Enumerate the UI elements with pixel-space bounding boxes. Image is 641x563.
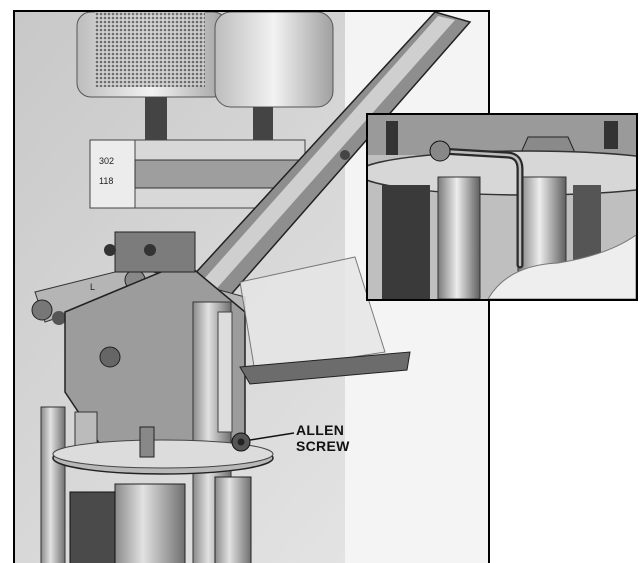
inset-closeup-photo	[366, 113, 638, 301]
reloading-press-illustration: 302 118 L	[15, 12, 488, 563]
lever-mark: L	[90, 282, 95, 292]
allen-screw-callout: ALLEN SCREW	[296, 422, 350, 454]
die-plate	[52, 426, 274, 475]
callout-line-1: ALLEN	[296, 422, 345, 438]
main-photo: 302 118 L	[13, 10, 490, 563]
lower-dies	[69, 476, 252, 563]
powder-hopper	[214, 12, 334, 147]
allen-wrench-closeup	[368, 115, 636, 299]
allen-screw	[231, 432, 251, 452]
shot-hopper	[76, 12, 228, 142]
plate-number-bottom: 118	[99, 176, 113, 186]
plate-number-top: 302	[99, 156, 114, 166]
callout-line-2: SCREW	[296, 438, 350, 454]
primer-tray	[239, 256, 411, 385]
